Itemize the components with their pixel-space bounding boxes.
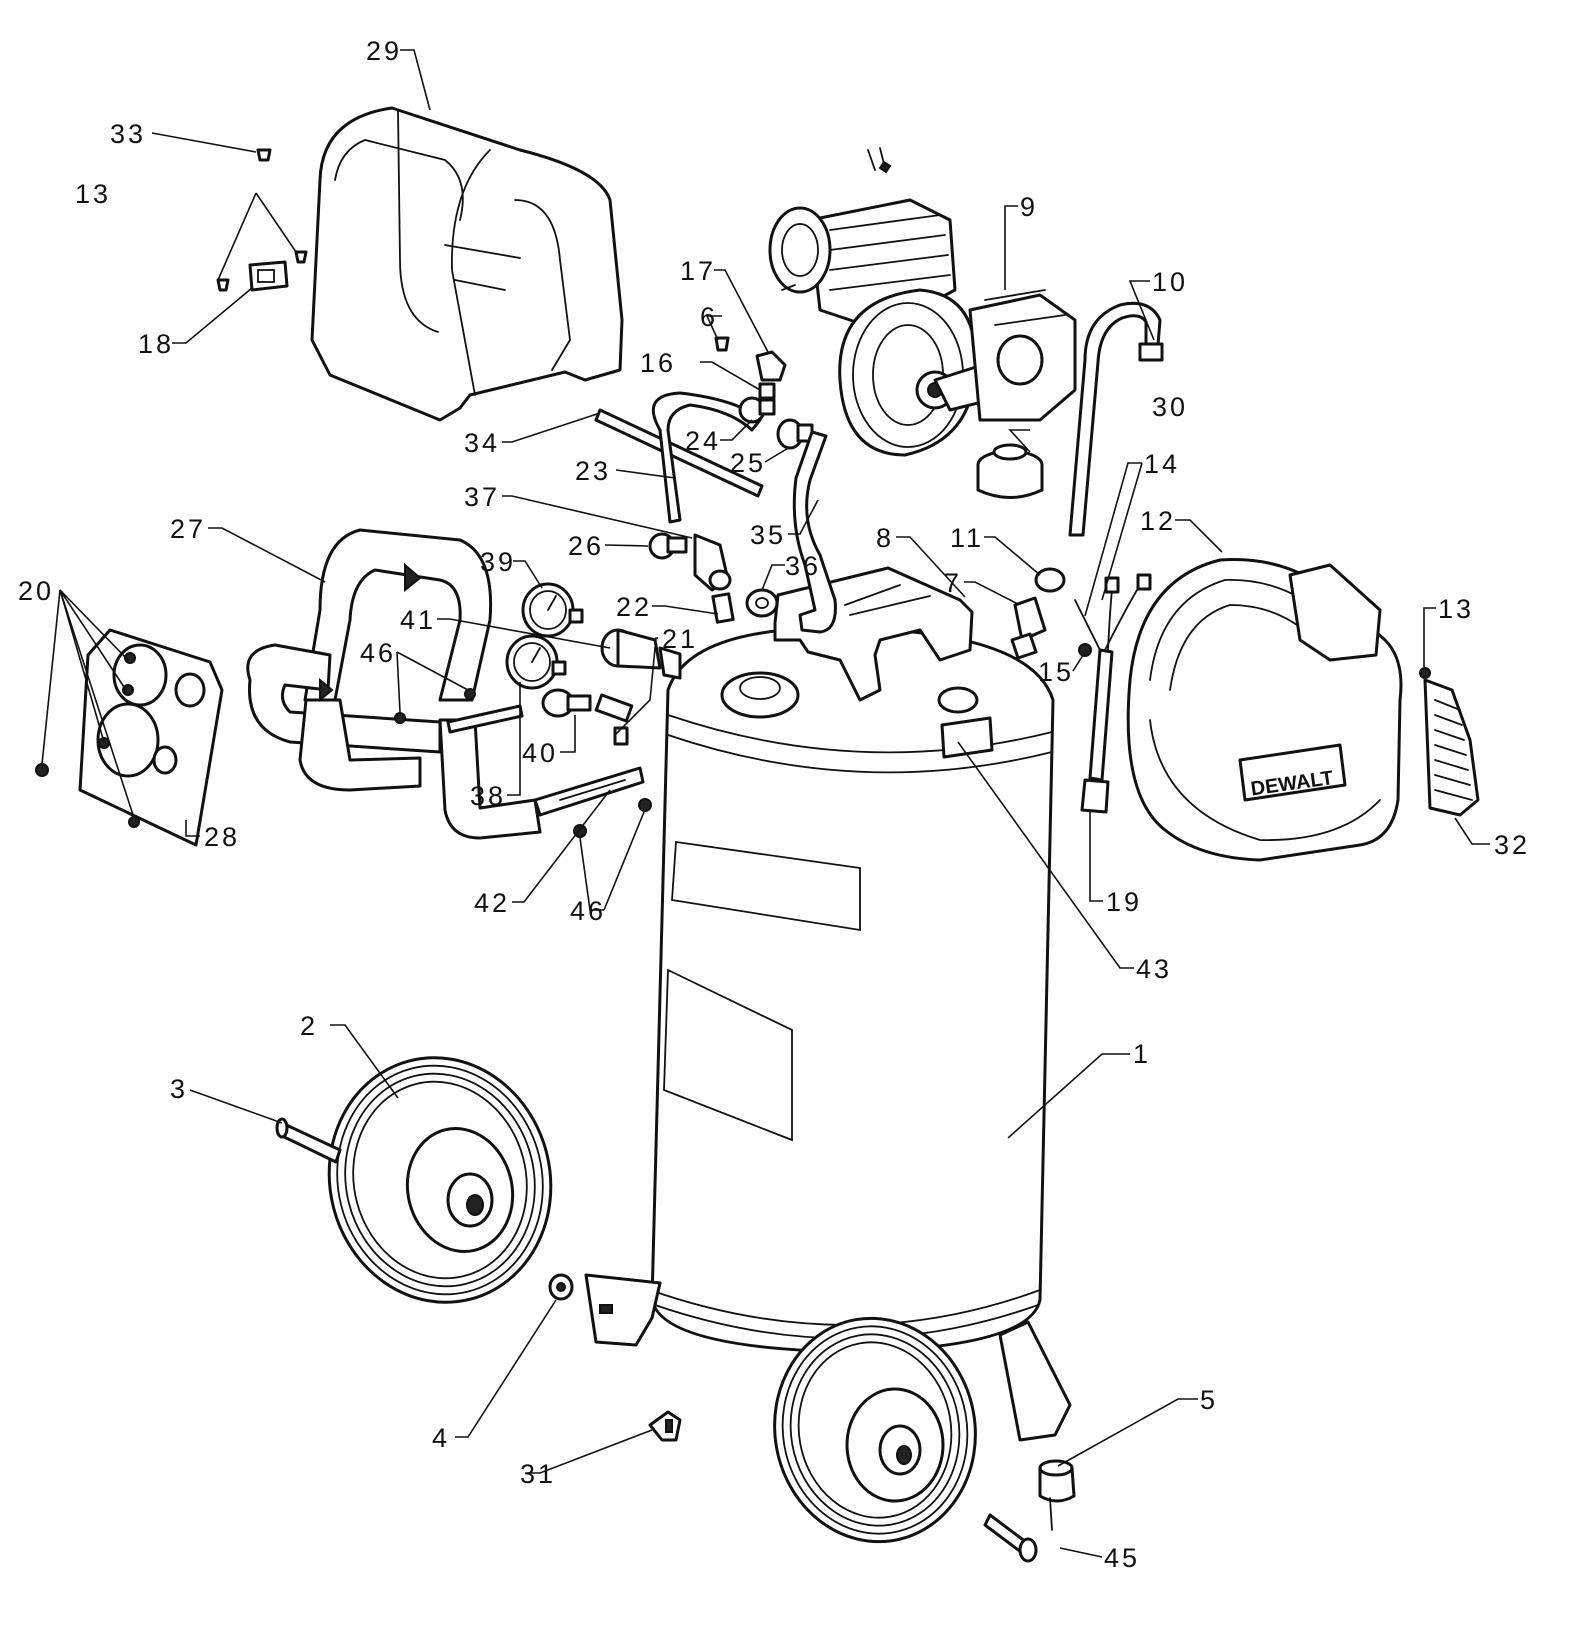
tube-end-fitting: [1138, 342, 1164, 362]
outlet-tube-35: [792, 430, 837, 634]
callout-30: 30: [1152, 392, 1188, 422]
motor-pump: [768, 147, 1077, 457]
control-panel: [78, 628, 224, 847]
leader-lines: [41, 49, 1490, 1558]
callout-22: 22: [616, 592, 652, 622]
callout-18: 18: [138, 329, 174, 359]
callout-28: 28: [204, 822, 240, 852]
callout-19: 19: [1106, 887, 1142, 917]
power-cord-19: [1074, 573, 1152, 814]
callout-37: 37: [464, 482, 500, 512]
callout-46-lower: 46: [570, 896, 606, 926]
screw-46-c: [394, 712, 406, 724]
grille-32: [1423, 678, 1480, 817]
callout-11: 11: [950, 523, 984, 553]
nut-36: [745, 588, 779, 618]
callout-3: 3: [170, 1074, 188, 1104]
rod-34: [594, 408, 764, 498]
wheel-left: [327, 1056, 553, 1304]
callout-7: 7: [944, 568, 962, 598]
rear-shroud: [310, 106, 624, 422]
screw-33: [256, 148, 272, 162]
callout-14: 14: [1144, 449, 1180, 479]
air-filter-30: [976, 443, 1044, 499]
callout-16: 16: [640, 348, 676, 378]
callout-5: 5: [1200, 1385, 1218, 1415]
callout-12: 12: [1140, 506, 1176, 536]
foot-bolt: [983, 1497, 1053, 1563]
callout-10: 10: [1152, 267, 1188, 297]
tee-37: [693, 533, 732, 592]
callout-39: 39: [480, 547, 516, 577]
callout-42: 42: [474, 888, 510, 918]
nipple-22: [711, 592, 735, 624]
callout-20: 20: [18, 576, 54, 606]
callout-41: 41: [400, 605, 436, 635]
check-valve-7: [1010, 596, 1047, 660]
wheel-right: [773, 1316, 977, 1544]
regulator: [594, 628, 682, 746]
callout-4: 4: [432, 1423, 450, 1453]
callout-46-upper: 46: [360, 638, 396, 668]
callout-26: 26: [568, 531, 604, 561]
screw-13-b: [216, 278, 230, 292]
callout-15: 15: [1038, 657, 1074, 687]
front-shroud: DEWALT: [1126, 558, 1403, 862]
drain-valve: [648, 1410, 682, 1442]
mounting-bracket: [446, 704, 645, 817]
callout-33: 33: [110, 119, 146, 149]
discharge-tube-23: [651, 391, 762, 524]
callout-36: 36: [785, 551, 821, 581]
rubber-foot: [1038, 1459, 1076, 1503]
fitting-17: [755, 350, 787, 382]
callout-43: 43: [1136, 954, 1172, 984]
screw-46-d: [464, 688, 476, 700]
fitting-26: [648, 532, 688, 560]
screw-46-b: [638, 798, 652, 812]
callout-2: 2: [300, 1011, 318, 1041]
callout-40: 40: [522, 738, 558, 768]
quick-coupler: [541, 688, 592, 718]
callout-24: 24: [685, 426, 721, 456]
clamp-15: [1078, 643, 1092, 657]
transfer-tube-10: [1068, 301, 1162, 537]
callout-35: 35: [750, 520, 786, 550]
callout-23: 23: [575, 456, 611, 486]
screw-20: [35, 763, 49, 777]
nut-11: [1034, 567, 1066, 593]
screw-13-a: [294, 250, 308, 264]
callout-25: 25: [730, 448, 766, 478]
axle-bolt: [275, 1117, 342, 1164]
handle: [246, 528, 542, 840]
gauge-38: [505, 634, 567, 690]
axle-nut: [548, 1273, 574, 1301]
callout-13-left: 13: [75, 179, 111, 209]
callout-17: 17: [680, 256, 716, 286]
screw-6: [714, 336, 730, 352]
callout-38: 38: [470, 781, 506, 811]
callout-31: 31: [520, 1459, 556, 1489]
callout-13-right: 13: [1438, 594, 1474, 624]
callout-21: 21: [662, 624, 698, 654]
callout-1: 1: [1133, 1039, 1151, 1069]
fitting-16: [758, 382, 776, 400]
callout-32: 32: [1494, 830, 1530, 860]
callout-labels: 1 2 3 4 5 6 7 8 9 10 11 12 13 13 14 15 1…: [18, 36, 1530, 1573]
callout-29: 29: [366, 36, 402, 66]
callout-6: 6: [700, 302, 718, 332]
gauge-39: [521, 582, 584, 638]
air-tank: [584, 566, 1072, 1442]
switch-18: [248, 260, 289, 292]
callout-8: 8: [876, 523, 894, 553]
callout-9: 9: [1020, 192, 1038, 222]
screw-13-c: [1419, 667, 1431, 679]
callout-34: 34: [464, 428, 500, 458]
callout-27: 27: [170, 514, 206, 544]
fitting-24: [738, 396, 776, 424]
callout-45: 45: [1104, 1543, 1140, 1573]
